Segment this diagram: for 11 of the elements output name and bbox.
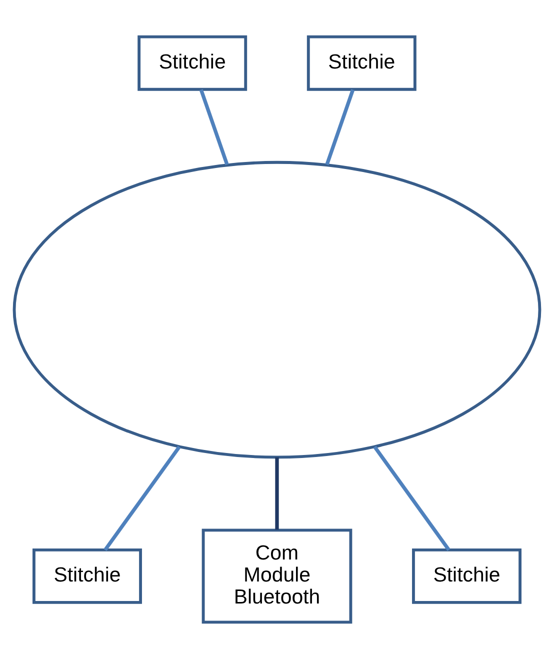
node-box: Stitchie <box>32 548 142 604</box>
connector <box>199 89 229 166</box>
connector <box>104 446 181 551</box>
node-box: Stitchie <box>412 548 522 604</box>
node-box: Com Module Bluetooth <box>202 528 352 624</box>
node-ellipse <box>12 160 542 459</box>
connector <box>275 457 279 530</box>
connector <box>325 89 355 166</box>
node-box: Stitchie <box>138 35 248 91</box>
connector <box>373 446 450 551</box>
node-box: Stitchie <box>306 35 416 91</box>
